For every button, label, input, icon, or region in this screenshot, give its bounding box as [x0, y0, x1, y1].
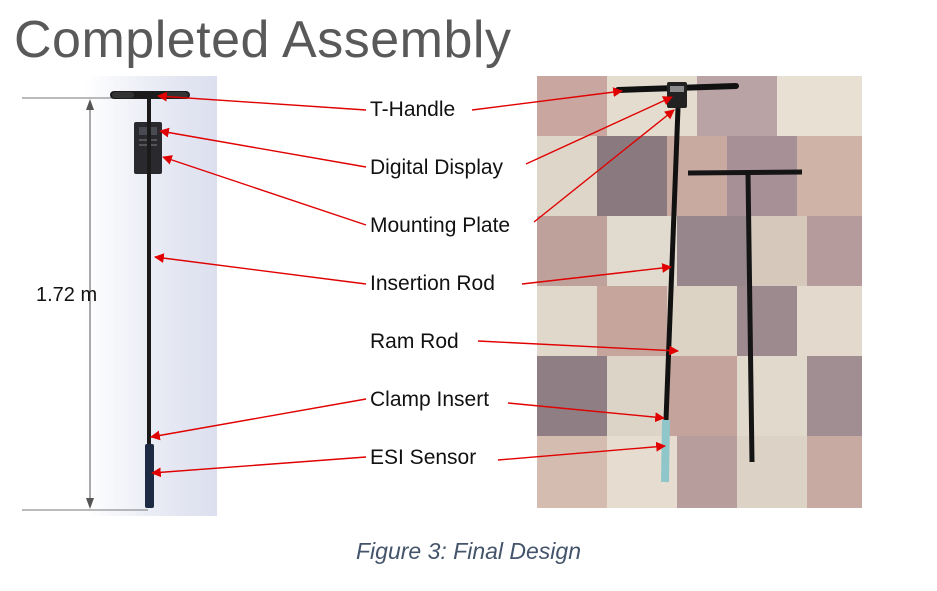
callout-mounting-plate: Mounting Plate — [370, 214, 511, 237]
photo-spare-rod — [745, 172, 755, 463]
height-dimension-label: 1.72 m — [36, 284, 98, 306]
slide-title: Completed Assembly — [14, 11, 512, 69]
cad-insertion-rod — [147, 99, 151, 444]
photo-digital-display — [667, 82, 687, 108]
photo-esi-sensor — [661, 419, 670, 483]
left-callout-arrows — [150, 91, 367, 478]
dimension-arrow-bottom — [86, 498, 94, 509]
callout-ram-rod: Ram Rod — [370, 330, 459, 353]
photo-rod — [663, 107, 681, 421]
figure-caption: Figure 3: Final Design — [356, 538, 581, 564]
assembly-photo — [537, 76, 862, 508]
callout-clamp-insert: Clamp Insert — [370, 388, 490, 411]
dimension-arrow-top — [86, 99, 94, 110]
right-callout-arrows — [471, 87, 679, 461]
callout-insertion-rod: Insertion Rod — [370, 272, 495, 295]
photo-spare-t-bar — [687, 169, 803, 176]
cad-esi-sensor — [145, 444, 154, 508]
callout-esi-sensor: ESI Sensor — [370, 446, 477, 469]
callout-t-handle: T-Handle — [370, 98, 456, 121]
callout-digital-display: Digital Display — [370, 156, 504, 179]
